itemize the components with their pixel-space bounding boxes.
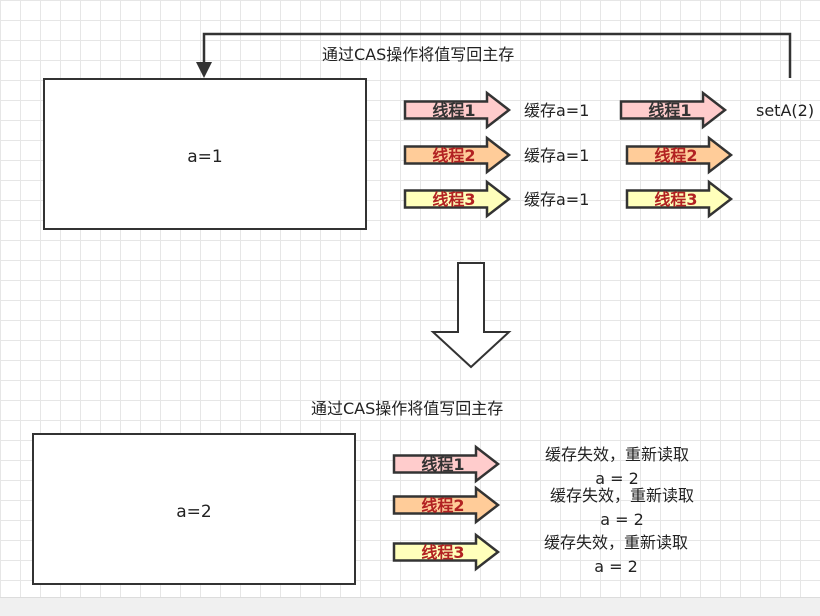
thread-2-arrow-top-right (625, 135, 734, 175)
thread-2-cache-text: 缓存a=1 (524, 146, 589, 165)
thread-1-cache-text: 缓存a=1 (524, 101, 589, 120)
writeback-arrowhead-top (196, 62, 212, 78)
thread-2-arrow-bottom (392, 485, 501, 525)
main-memory-value-top: a=1 (187, 147, 222, 167)
main-memory-value-bottom: a=2 (176, 502, 211, 522)
thread-2-arrow-top-left-label: 线程2 (432, 146, 475, 165)
thread-2-arrow-top-left (403, 135, 512, 175)
thread-1-invalidation-text: 缓存失效，重新读取 (545, 445, 689, 464)
main-memory-box-top (43, 78, 367, 230)
thread-3-arrow-top-left (403, 179, 512, 219)
thread-1-new-value-text: a = 2 (595, 469, 639, 488)
thread-3-new-value-text: a = 2 (594, 557, 638, 576)
thread-3-arrow-bottom-label: 线程3 (421, 543, 464, 562)
bottom-caption: 通过CAS操作将值写回主存 (311, 399, 503, 418)
window-bottom-strip (0, 597, 820, 616)
thread-1-arrow-bottom (392, 444, 501, 484)
thread-2-new-value-text: a = 2 (600, 510, 644, 529)
thread-2-arrow-top-right-label: 线程2 (654, 146, 697, 165)
main-memory-box-bottom (32, 433, 356, 585)
thread-1-arrow-top-right (619, 90, 728, 130)
thread-2-invalidation-text: 缓存失效，重新读取 (550, 486, 694, 505)
thread-1-arrow-bottom-label: 线程1 (421, 455, 464, 474)
thread-3-invalidation-text: 缓存失效，重新读取 (544, 533, 688, 552)
thread-3-arrow-top-left-label: 线程3 (432, 190, 475, 209)
thread-1-arrow-top-right-label: 线程1 (648, 101, 691, 120)
thread-2-arrow-bottom-label: 线程2 (421, 496, 464, 515)
top-thread-rows: 线程1 缓存a=1 线程1 setA(2) 线程2 缓存a=1 线程2 线程3 缓存a=1 线程3 (403, 90, 814, 219)
thread-3-arrow-top-right (625, 179, 734, 219)
thread-3-arrow-top-right-label: 线程3 (654, 190, 697, 209)
thread-1-arrow-top-left-label: 线程1 (432, 101, 475, 120)
transition-down-arrow (430, 262, 512, 369)
writeback-connector-top (202, 32, 792, 78)
thread-3-arrow-bottom (392, 532, 501, 572)
top-caption: 通过CAS操作将值写回主存 (322, 45, 514, 64)
thread-1-arrow-top-left (403, 90, 512, 130)
thread-1-action-text: setA(2) (756, 101, 814, 120)
thread-3-cache-text: 缓存a=1 (524, 190, 589, 209)
